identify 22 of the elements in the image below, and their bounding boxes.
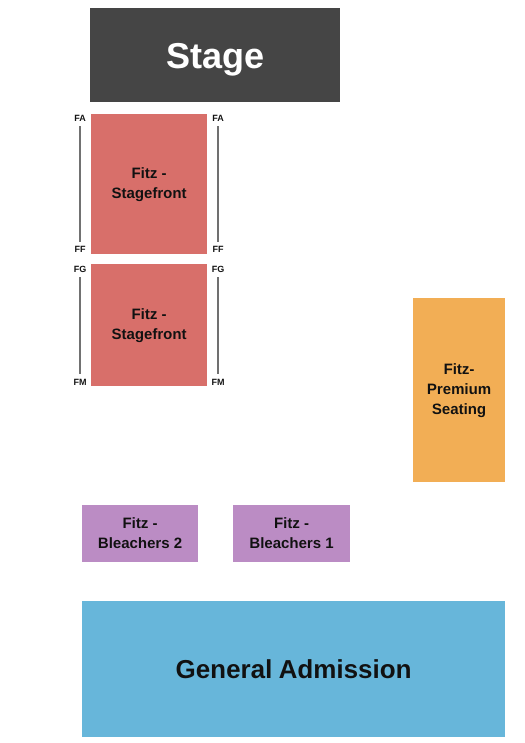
row-label: FM xyxy=(74,377,86,387)
row-label: FF xyxy=(212,244,224,254)
seating-section xyxy=(413,298,505,482)
section-label: Fitz - Stagefront xyxy=(110,305,188,345)
seating-section xyxy=(82,601,505,737)
section-label: Fitz- Premium Seating xyxy=(426,360,492,420)
seating-section xyxy=(91,114,207,254)
row-label: FA xyxy=(74,113,86,123)
stage-area xyxy=(90,8,340,102)
section-label: Fitz - Bleachers 1 xyxy=(248,514,335,554)
section-label: Fitz - Stagefront xyxy=(110,164,188,204)
section-label: Fitz - Bleachers 2 xyxy=(96,514,184,554)
seating-section xyxy=(91,264,207,386)
row-label: FM xyxy=(212,377,224,387)
row-label: FF xyxy=(74,244,86,254)
section-label: General Admission xyxy=(176,653,412,686)
section-label: Stage xyxy=(166,34,264,78)
row-label: FG xyxy=(212,264,224,274)
row-label: FA xyxy=(212,113,224,123)
seating-section xyxy=(82,505,198,562)
row-label: FG xyxy=(74,264,86,274)
seating-section xyxy=(233,505,350,562)
